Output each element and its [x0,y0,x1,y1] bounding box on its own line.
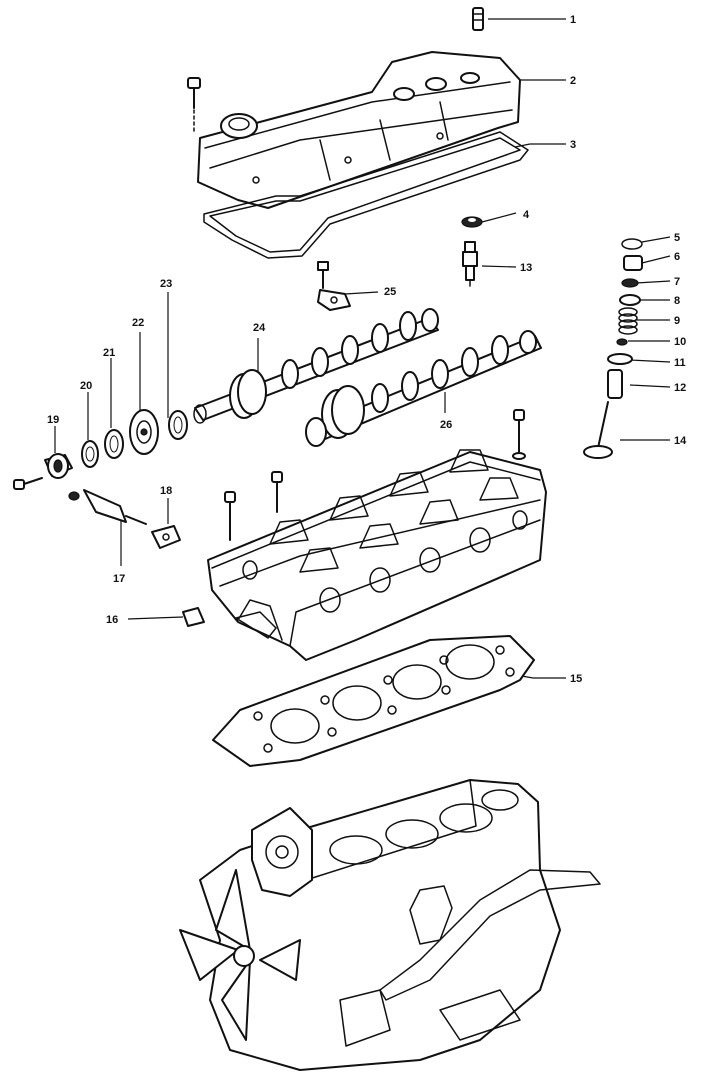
part-12-guide [607,369,623,399]
callout-3: 3 [570,139,576,151]
part-7-keeper [621,278,639,288]
callout-21: 21 [103,347,115,359]
callout-7: 7 [674,276,680,288]
cylinder-head [207,449,547,661]
part-21-seal [104,429,124,459]
part-24-camshaft [193,308,439,424]
cam-journals [269,449,519,573]
callout-26: 26 [440,419,452,431]
callout-23: 23 [160,278,172,290]
part-19-bearing [44,453,73,479]
part-6-lifter [623,255,643,271]
callout-9: 9 [674,315,680,327]
callout-18: 18 [160,485,172,497]
callout-15: 15 [570,673,582,685]
cover-bolt [187,77,201,133]
valve-train-stack [583,238,643,459]
front-bolt [13,477,43,490]
part-3-cover-gasket [203,131,529,259]
callout-12: 12 [674,382,686,394]
head-bolts [224,409,526,541]
callout-2: 2 [570,75,576,87]
head-ports [242,510,528,613]
callout-19: 19 [47,414,59,426]
part-14-valve [583,401,613,459]
gasket-bolt-holes [253,645,515,753]
callout-5: 5 [674,232,680,244]
callout-14: 14 [674,435,687,447]
part-1-stud [472,7,484,31]
fan [179,869,301,1041]
callout-16: 16 [106,614,118,626]
callout-10: 10 [674,336,686,348]
callout-25: 25 [384,286,396,298]
leader-lines [54,18,671,679]
part-22-sprocket [129,409,159,455]
part-13-spark-plug [462,241,478,287]
callout-labels: 1 2 3 4 5 6 7 8 9 10 11 12 13 14 15 16 1… [47,14,687,685]
part-10-stem-seal [616,338,628,346]
callout-8: 8 [674,295,680,307]
callout-13: 13 [520,262,532,274]
part-9-spring [618,307,638,335]
part-26-camshaft [305,330,542,447]
part-16-clip [182,607,205,627]
engine-block [179,779,601,1071]
callout-22: 22 [132,317,144,329]
part-25-clamp [317,261,351,311]
callout-17: 17 [113,573,125,585]
part-20-ring [81,440,99,468]
callout-11: 11 [674,357,686,369]
callout-6: 6 [674,251,680,263]
part-5-shim [621,238,643,250]
part-11-spring-seat [607,353,633,365]
part-4-seal [461,216,483,228]
timing-plate [251,807,313,897]
part-18-bracket [151,525,181,549]
part-17-sensor [68,489,147,525]
part-2-valve-cover [197,51,521,209]
callout-1: 1 [570,14,576,26]
callout-4: 4 [523,209,530,221]
callout-20: 20 [80,380,92,392]
part-23-ring [168,410,188,440]
part-8-retainer [619,294,641,306]
callout-24: 24 [253,322,266,334]
part-15-head-gasket [212,635,535,767]
